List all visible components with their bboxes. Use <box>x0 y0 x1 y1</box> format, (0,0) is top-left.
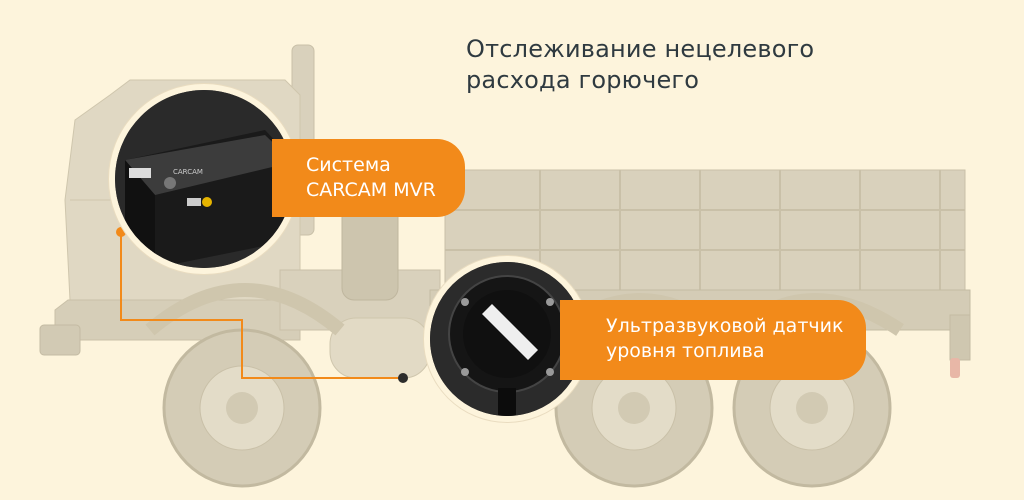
callout-carcam-system: Система CARCAM MVR <box>272 139 465 217</box>
device-brand-label: CARCAM <box>173 168 203 176</box>
callout-carcam-line-1: Система <box>306 154 391 176</box>
callout-sensor-line-2: уровня топлива <box>606 340 765 362</box>
title-line-1: Отслеживание нецелевого <box>466 35 815 63</box>
callout-carcam-line-2: CARCAM MVR <box>306 179 436 201</box>
dvr-device-image: CARCAM <box>109 84 299 274</box>
diagram-title: Отслеживание нецелевого расхода горючего <box>466 34 886 96</box>
callout-sensor-line-1: Ультразвуковой датчик <box>606 315 844 337</box>
title-line-2: расхода горючего <box>466 66 700 94</box>
callout-fuel-sensor: Ультразвуковой датчик уровня топлива <box>560 300 866 380</box>
